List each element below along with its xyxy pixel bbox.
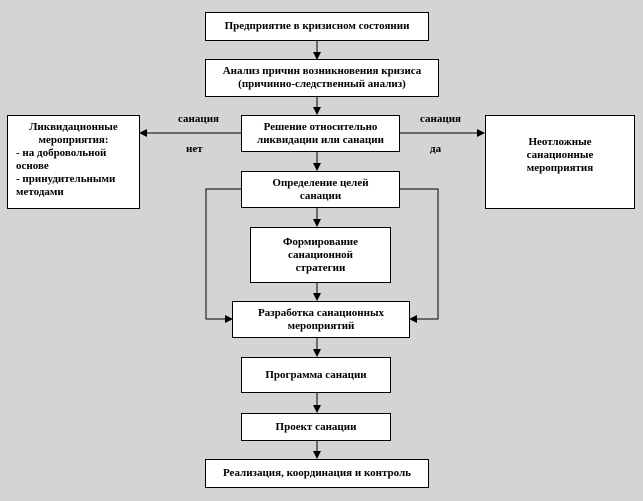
box-liquidation-or-sanation-decision: Решение относительно ликвидации или сана… [241,115,400,152]
label-right-sanation: санация [420,113,461,125]
arrow-goals-left-to-measures [205,188,241,323]
label-left-sanation: санация [178,113,219,125]
label-no: нет [186,143,203,155]
box-sanation-goals: Определение целей санации [241,171,400,208]
box-liquidation-measures: Ликвидационные мероприятия: - на доброво… [7,115,140,209]
box-sanation-program: Программа санации [241,357,391,393]
arrow-goals-right-to-measures [400,188,439,323]
box-urgent-sanation-measures: Неотложные санационные мероприятия [485,115,635,209]
label-yes: да [430,143,442,155]
box-crisis-analysis: Анализ причин возникновения кризиса (при… [205,59,439,97]
box-sanation-project: Проект санации [241,413,391,441]
box-crisis-state: Предприятие в кризисном состоянии [205,12,429,41]
box-sanation-strategy: Формирование санационной стратегии [250,227,391,283]
box-implementation-coordination-control: Реализация, координация и контроль [205,459,429,488]
box-sanation-measures-development: Разработка санационных мероприятий [232,301,410,338]
